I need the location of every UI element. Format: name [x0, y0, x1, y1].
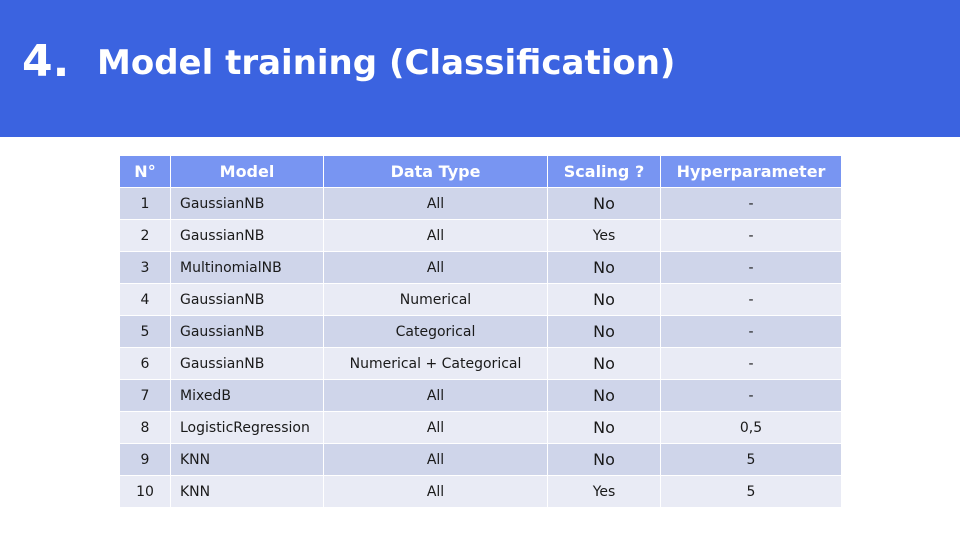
- cell-data-type: All: [323, 187, 548, 220]
- section-number: 4.: [22, 36, 70, 87]
- column-header-model: Model: [170, 155, 324, 188]
- cell-number: 9: [119, 443, 171, 476]
- cell-hyperparameter: 5: [660, 443, 842, 476]
- table-row: 4 GaussianNB Numerical No -: [119, 283, 842, 316]
- cell-number: 3: [119, 251, 171, 284]
- cell-number: 7: [119, 379, 171, 412]
- table-row: 2 GaussianNB All Yes -: [119, 219, 842, 252]
- cell-data-type: Numerical + Categorical: [323, 347, 548, 380]
- cell-hyperparameter: -: [660, 251, 842, 284]
- cell-model: MultinomialNB: [170, 251, 324, 284]
- cell-hyperparameter: -: [660, 315, 842, 348]
- cell-data-type: All: [323, 251, 548, 284]
- cell-scaling: No: [547, 379, 661, 412]
- cell-model: MixedB: [170, 379, 324, 412]
- cell-scaling: No: [547, 443, 661, 476]
- table-row: 10 KNN All Yes 5: [119, 475, 842, 508]
- cell-hyperparameter: -: [660, 379, 842, 412]
- cell-data-type: Numerical: [323, 283, 548, 316]
- table-row: 9 KNN All No 5: [119, 443, 842, 476]
- table-row: 3 MultinomialNB All No -: [119, 251, 842, 284]
- cell-model: GaussianNB: [170, 219, 324, 252]
- cell-data-type: All: [323, 411, 548, 444]
- cell-hyperparameter: -: [660, 283, 842, 316]
- column-header-scaling: Scaling ?: [547, 155, 661, 188]
- column-header-hyperparameter: Hyperparameter: [660, 155, 842, 188]
- cell-number: 1: [119, 187, 171, 220]
- cell-model: GaussianNB: [170, 283, 324, 316]
- cell-scaling: No: [547, 187, 661, 220]
- cell-number: 2: [119, 219, 171, 252]
- cell-number: 5: [119, 315, 171, 348]
- cell-number: 6: [119, 347, 171, 380]
- cell-hyperparameter: -: [660, 187, 842, 220]
- cell-data-type: All: [323, 219, 548, 252]
- cell-hyperparameter: 5: [660, 475, 842, 508]
- table-row: 8 LogisticRegression All No 0,5: [119, 411, 842, 444]
- cell-scaling: Yes: [547, 219, 661, 252]
- table-body: 1 GaussianNB All No - 2 GaussianNB All Y…: [119, 187, 842, 508]
- cell-scaling: No: [547, 315, 661, 348]
- cell-scaling: Yes: [547, 475, 661, 508]
- cell-model: KNN: [170, 475, 324, 508]
- cell-number: 4: [119, 283, 171, 316]
- cell-model: KNN: [170, 443, 324, 476]
- cell-hyperparameter: -: [660, 219, 842, 252]
- model-training-table: N° Model Data Type Scaling ? Hyperparame…: [119, 155, 842, 508]
- column-header-number: N°: [119, 155, 171, 188]
- table-row: 1 GaussianNB All No -: [119, 187, 842, 220]
- cell-hyperparameter: -: [660, 347, 842, 380]
- cell-hyperparameter: 0,5: [660, 411, 842, 444]
- cell-scaling: No: [547, 251, 661, 284]
- slide-title: Model training (Classification): [97, 43, 676, 83]
- cell-model: LogisticRegression: [170, 411, 324, 444]
- table-header-row: N° Model Data Type Scaling ? Hyperparame…: [119, 155, 842, 188]
- cell-number: 10: [119, 475, 171, 508]
- column-header-data-type: Data Type: [323, 155, 548, 188]
- cell-data-type: All: [323, 379, 548, 412]
- cell-data-type: Categorical: [323, 315, 548, 348]
- cell-number: 8: [119, 411, 171, 444]
- cell-data-type: All: [323, 475, 548, 508]
- cell-scaling: No: [547, 347, 661, 380]
- table-row: 5 GaussianNB Categorical No -: [119, 315, 842, 348]
- cell-scaling: No: [547, 283, 661, 316]
- table-row: 7 MixedB All No -: [119, 379, 842, 412]
- table-row: 6 GaussianNB Numerical + Categorical No …: [119, 347, 842, 380]
- cell-scaling: No: [547, 411, 661, 444]
- cell-model: GaussianNB: [170, 315, 324, 348]
- cell-model: GaussianNB: [170, 347, 324, 380]
- title-bar: 4. Model training (Classification): [0, 0, 960, 137]
- cell-model: GaussianNB: [170, 187, 324, 220]
- cell-data-type: All: [323, 443, 548, 476]
